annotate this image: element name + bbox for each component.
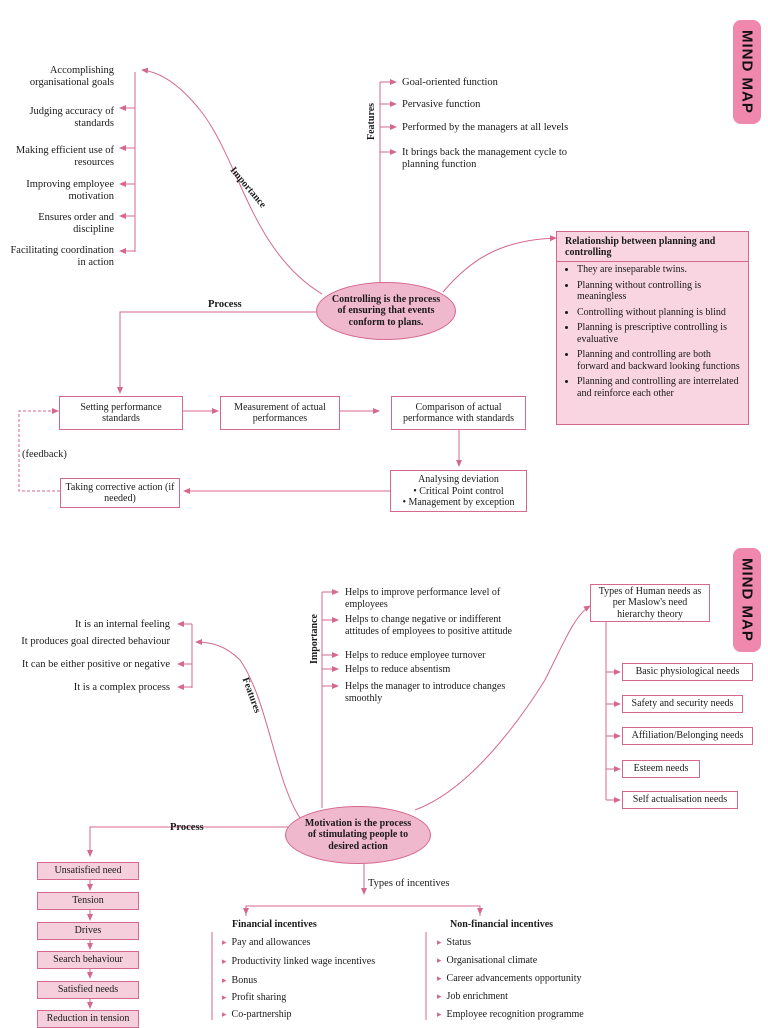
m2-importance-item-4: Helps to reduce absentism <box>345 664 451 675</box>
process-search-behaviour: Search behaviour <box>37 951 139 969</box>
relationship-item-3: Controlling without planning is blind <box>577 307 744 319</box>
importance-item-2: Judging accuracy of standards <box>29 106 114 129</box>
financial-item-4: Profit sharing <box>222 992 287 1004</box>
relationship-item-4: Planning is prescriptive controlling is … <box>577 322 744 345</box>
deviation-title: Analysing deviation <box>418 474 499 485</box>
importance-item-1: Accomplishing organisational goals <box>29 65 114 88</box>
mind-map-tag-2: MIND MAP <box>733 548 761 652</box>
m2-feature-item-1: It is an internal feeling <box>74 619 170 630</box>
need-safety: Safety and security needs <box>622 695 743 713</box>
feature-item-4: It brings back the management cycle to p… <box>402 147 568 170</box>
nonfinancial-item-5: Employee recognition programme <box>437 1009 584 1021</box>
features-label-1: Features <box>366 102 377 140</box>
m2-importance-item-5: Helps the manager to introduce changes s… <box>345 681 506 704</box>
maslow-needs-title: Types of Human needs as per Maslow's nee… <box>590 584 710 622</box>
financial-item-3: Bonus <box>222 975 258 987</box>
need-physiological: Basic physiological needs <box>622 663 753 681</box>
process-drives: Drives <box>37 922 139 940</box>
importance-item-4: Improving employee motivation <box>26 179 114 202</box>
m2-feature-item-4: It is a complex process <box>73 682 170 693</box>
nonfinancial-item-2: Organisational climate <box>437 955 538 967</box>
feature-item-2: Pervasive function <box>402 99 481 110</box>
m2-importance-item-1: Helps to improve performance level of em… <box>345 587 501 610</box>
nonfinancial-item-1: Status <box>437 937 471 949</box>
need-self-actualisation: Self actualisation needs <box>622 791 738 809</box>
process-tension: Tension <box>37 892 139 910</box>
need-esteem: Esteem needs <box>622 760 700 778</box>
importance-item-6: Facilitating coordination in action <box>10 245 114 268</box>
mind-map-tag-1: MIND MAP <box>733 20 761 124</box>
deviation-item-2: • Management by exception <box>402 497 515 508</box>
m2-importance-item-2: Helps to change negative or indifferent … <box>345 614 512 637</box>
financial-item-5: Co-partnership <box>222 1009 292 1021</box>
analysing-deviation-box: Analysing deviation • Critical Point con… <box>390 470 527 512</box>
financial-item-1: Pay and allowances <box>222 937 311 949</box>
nonfinancial-title: Non-financial incentives <box>450 919 554 930</box>
process-reduction-tension: Reduction in tension <box>37 1010 139 1028</box>
nonfinancial-item-3: Career advancements opportunity <box>437 973 582 985</box>
step-comparison: Comparison of actual performance with st… <box>391 396 526 430</box>
importance-item-3: Making efficient use of resources <box>15 145 114 168</box>
relationship-box: Relationship between planning and contro… <box>556 231 749 425</box>
relationship-item-2: Planning without controlling is meaningl… <box>577 280 744 303</box>
need-affiliation: Affiliation/Belonging needs <box>622 727 753 745</box>
feature-item-3: Performed by the managers at all levels <box>402 122 569 133</box>
process-label-1: Process <box>208 299 242 310</box>
process-unsatisfied-need: Unsatisfied need <box>37 862 139 880</box>
feedback-label: (feedback) <box>22 449 67 460</box>
m2-feature-item-3: It can be either positive or negative <box>21 659 170 670</box>
motivation-center-node: Motivation is the process of stimulating… <box>285 806 431 864</box>
relationship-title: Relationship between planning and contro… <box>557 232 748 262</box>
m2-feature-item-2: It produces goal directed behaviour <box>21 636 170 647</box>
feature-item-1: Goal-oriented function <box>402 77 498 88</box>
m2-importance-item-3: Helps to reduce employee turnover <box>345 650 486 661</box>
financial-title: Financial incentives <box>232 919 317 930</box>
relationship-list: They are inseparable twins. Planning wit… <box>557 264 748 399</box>
relationship-item-1: They are inseparable twins. <box>577 264 744 276</box>
step-measurement: Measurement of actual performances <box>220 396 340 430</box>
step-setting-standards: Setting performance standards <box>59 396 183 430</box>
deviation-item-1: • Critical Point control <box>413 485 504 497</box>
step-corrective-action: Taking corrective action (if needed) <box>60 478 180 508</box>
relationship-item-6: Planning and controlling are interrelate… <box>577 376 744 399</box>
controlling-center-node: Controlling is the process of ensuring t… <box>316 282 456 340</box>
importance-item-5: Ensures order and discipline <box>38 212 114 235</box>
relationship-item-5: Planning and controlling are both forwar… <box>577 349 744 372</box>
nonfinancial-item-4: Job enrichment <box>437 991 508 1003</box>
process-satisfied-needs: Satisfied needs <box>37 981 139 999</box>
financial-item-2: Productivity linked wage incentives <box>222 956 376 968</box>
incentives-label: Types of incentives <box>368 878 450 889</box>
process-label-2: Process <box>170 822 204 833</box>
m2-importance-label: Importance <box>309 614 320 664</box>
